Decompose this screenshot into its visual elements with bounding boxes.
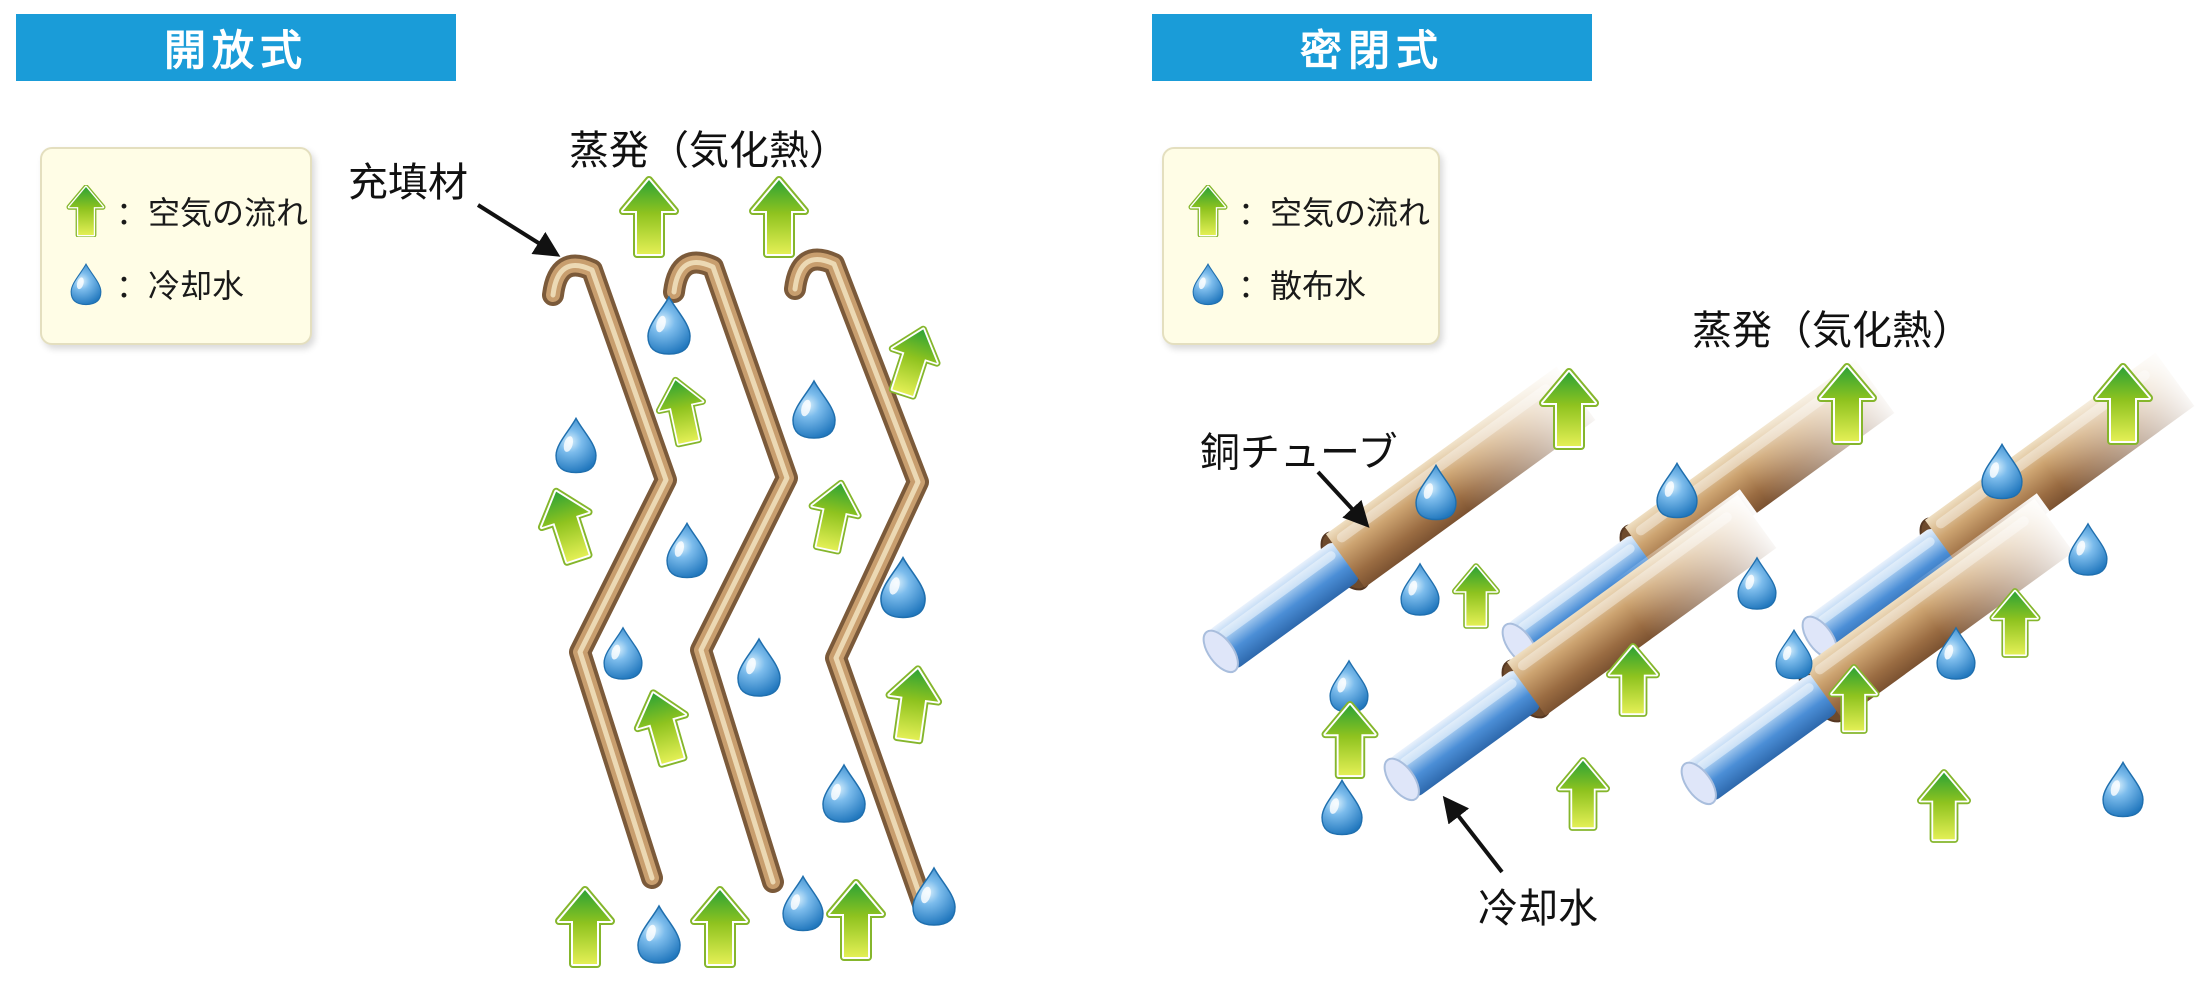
air-flow-arrow [880, 322, 945, 400]
fill-material-strips [542, 248, 936, 921]
right-legend-box: ：空気の流れ ：散布水 [1162, 147, 1440, 345]
right-panel-title: 密閉式 [1299, 27, 1444, 74]
fill-strip [542, 254, 677, 889]
water-drop [782, 875, 824, 932]
water-drop [737, 638, 781, 697]
air-flow-arrow [1921, 773, 1968, 840]
water-drop [637, 905, 681, 964]
water-drop [792, 380, 836, 439]
air-flow-arrow [533, 484, 602, 566]
air-flow-arrow [630, 686, 697, 767]
water-drop [555, 417, 597, 474]
air-flow-arrow [694, 890, 746, 964]
air-flow-arrow [1455, 566, 1497, 625]
copper-tube-pointer [1316, 470, 1370, 528]
air-flow-arrow [804, 479, 864, 554]
blue-water-drop-icon [62, 261, 110, 307]
water-drop [2068, 523, 2108, 576]
water-drop [603, 627, 643, 680]
air-flow-arrow [1325, 705, 1374, 775]
green-up-arrow-icon [62, 185, 110, 237]
legend-air-label: ：空気の流れ [1238, 195, 1431, 231]
evaporation-label-left: 蒸発（気化熱） [569, 129, 849, 173]
air-flow-arrow [559, 890, 611, 964]
legend-row-air: ：空気の流れ [62, 185, 310, 237]
fill-material-pointer [476, 203, 561, 257]
cooling-water-pointer [1442, 795, 1504, 874]
water-drop [1321, 779, 1363, 836]
left-panel-title-banner: 開放式 [16, 14, 456, 81]
copper-tube-label: 銅チューブ [1200, 431, 1398, 475]
air-flow-arrow [884, 666, 943, 742]
legend-water-label: ：冷却水 [116, 268, 245, 304]
right-panel-title-banner: 密閉式 [1152, 14, 1592, 81]
air-flow-arrow [1560, 761, 1607, 828]
water-drop [822, 764, 866, 823]
green-up-arrow-icon [1184, 185, 1232, 237]
left-legend-box: ：空気の流れ ：冷却水 [40, 147, 312, 345]
legend-row-air: ：空気の流れ [1184, 185, 1438, 237]
fill-material-label: 充填材 [348, 161, 468, 205]
water-drop [666, 522, 708, 579]
water-drop [1656, 462, 1698, 519]
evaporation-label-right: 蒸発（気化熱） [1692, 309, 1972, 353]
water-drop [2102, 761, 2144, 818]
cooling-water-label: 冷却水 [1478, 887, 1598, 931]
air-flow-arrow [830, 883, 882, 957]
annotation-arrows [476, 203, 1504, 874]
legend-water-label: ：散布水 [1238, 268, 1367, 304]
fill-strip [784, 248, 936, 921]
legend-row-water: ：散布水 [1184, 261, 1438, 307]
water-drop [647, 296, 691, 355]
legend-row-water: ：冷却水 [62, 261, 310, 307]
fill-strip [663, 251, 798, 893]
air-flow-arrow [623, 180, 675, 254]
legend-air-label: ：空気の流れ [116, 195, 309, 231]
water-drop [1400, 563, 1440, 616]
air-flow-arrow [753, 180, 805, 254]
blue-water-drop-icon [1184, 261, 1232, 307]
air-flow-arrow [654, 376, 710, 447]
left-panel-title: 開放式 [163, 27, 308, 74]
